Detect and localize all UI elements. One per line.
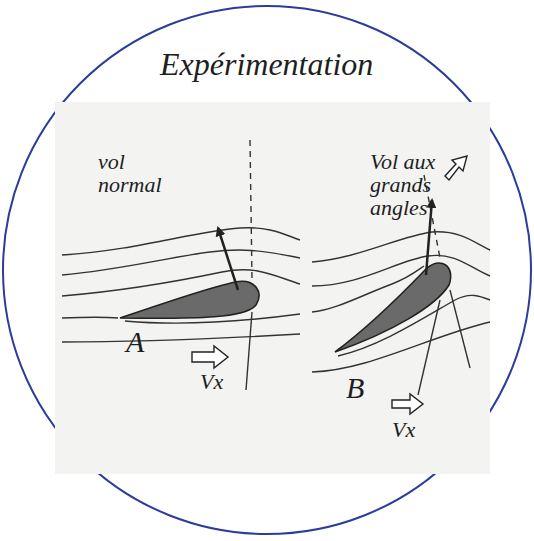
case-letter: A — [126, 326, 144, 358]
flight-label: vol normal — [98, 150, 170, 196]
flight-label: Vol aux grands angles — [370, 150, 450, 219]
velocity-label: Vx — [392, 418, 415, 441]
case-letter: B — [346, 372, 364, 404]
title-text: Expérimentation — [160, 48, 373, 82]
velocity-label: Vx — [200, 370, 223, 393]
